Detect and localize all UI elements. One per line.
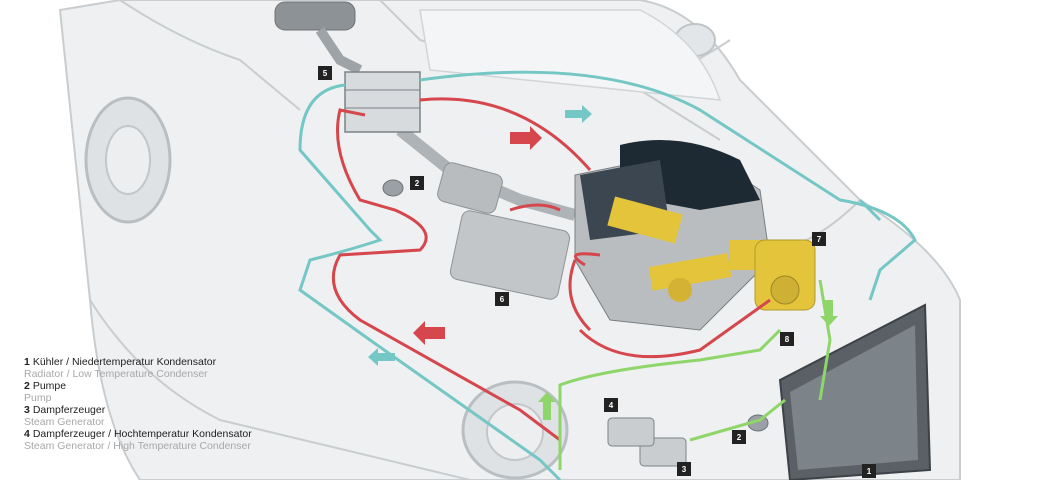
windshield [419, 9, 722, 101]
badge-1: 1 [862, 464, 876, 478]
svg-text:2: 2 [737, 433, 742, 442]
radiator [778, 303, 932, 480]
legend-label-de: Kühler / Niedertemperatur Kondensator [32, 356, 217, 368]
hot-flow-arrow-upper [510, 126, 542, 150]
legend-number: 1 [24, 356, 30, 368]
engine [574, 140, 771, 331]
badge-5: 5 [318, 66, 332, 80]
legend-label-en: Steam Generator [24, 416, 105, 428]
badge-6: 6 [495, 292, 509, 306]
green-flow-arrow-up [538, 392, 556, 420]
cool-flow-arrow-upper [565, 105, 592, 123]
svg-text:4: 4 [609, 401, 614, 410]
legend-label-de: Dampferzeuger [32, 404, 106, 416]
low-temp-circuit [558, 279, 832, 470]
svg-text:2: 2 [415, 179, 420, 188]
badge-4: 4 [604, 398, 618, 412]
legend-number: 2 [24, 380, 30, 392]
green-flow-arrow-down [820, 300, 838, 326]
legend-label-en: Steam Generator / High Temperature Conde… [24, 440, 251, 452]
svg-text:1: 1 [867, 467, 872, 476]
rear-pump [382, 179, 404, 197]
exhaust-heat-exchanger [344, 71, 421, 133]
legend-number: 3 [24, 404, 30, 416]
legend-label-de: Dampferzeuger / Hochtemperatur Kondensat… [32, 428, 252, 440]
legend-number: 4 [24, 428, 30, 440]
svg-text:3: 3 [682, 465, 687, 474]
cool-circuit [298, 70, 917, 480]
legend-label-de: Pumpe [32, 380, 67, 392]
badge-8: 8 [780, 332, 794, 346]
badge-2-front: 2 [732, 430, 746, 444]
badge-2-rear: 2 [410, 176, 424, 190]
badge-3: 3 [677, 462, 691, 476]
rear-wheel [84, 96, 172, 224]
hot-flow-arrow-lower [413, 321, 445, 345]
badge-7: 7 [812, 232, 826, 246]
flow-arrows [368, 105, 838, 420]
steam-expander [754, 239, 816, 311]
legend-label-en: Pump [24, 392, 52, 404]
high-temperature-condenser [607, 417, 655, 447]
exhaust-system [274, 1, 577, 300]
front-wheel [461, 380, 569, 480]
cool-flow-arrow-lower [368, 348, 395, 366]
svg-text:8: 8 [785, 335, 790, 344]
svg-text:6: 6 [500, 295, 505, 304]
svg-text:7: 7 [817, 235, 822, 244]
svg-text:5: 5 [323, 69, 328, 78]
legend-label-en: Radiator / Low Temperature Condenser [24, 368, 208, 380]
hot-circuit [331, 97, 771, 442]
